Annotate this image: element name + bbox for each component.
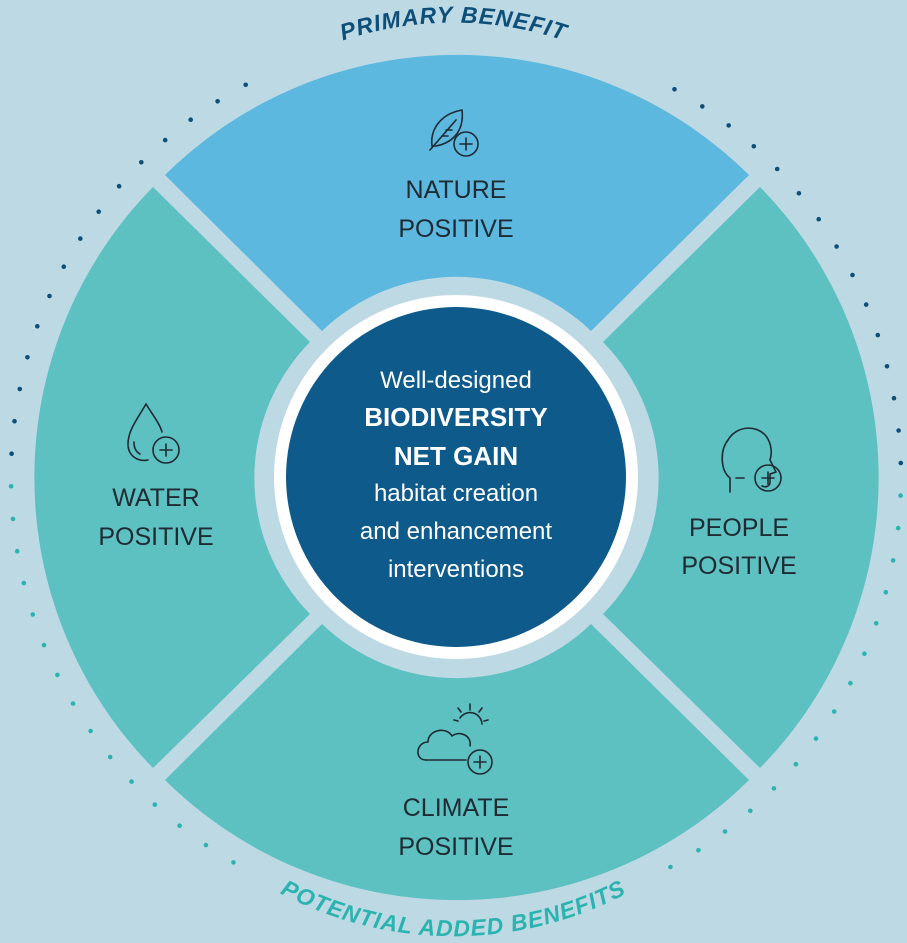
ring-dot xyxy=(129,779,134,784)
ring-dot xyxy=(17,386,23,392)
ring-dot xyxy=(162,137,168,143)
ring-dot xyxy=(722,829,728,834)
ring-dot xyxy=(748,808,753,814)
ring-dot xyxy=(88,728,93,734)
ring-dot xyxy=(875,332,881,338)
ring-dot xyxy=(139,160,144,165)
nature-label-line2: POSITIVE xyxy=(398,215,513,243)
ring-dot xyxy=(203,842,209,848)
ring-dot xyxy=(177,823,182,828)
center-line-well-designed: Well-designed xyxy=(380,367,532,394)
nature-label-line1: NATURE xyxy=(406,176,507,204)
ring-dot xyxy=(793,761,799,767)
segment-climate-positive xyxy=(165,624,749,901)
ring-dot xyxy=(30,612,36,617)
ring-dot xyxy=(35,324,40,329)
ring-dot xyxy=(891,395,897,401)
ring-dot xyxy=(61,264,67,270)
center-line-net-gain: NET GAIN xyxy=(394,441,518,471)
climate-label-line1: CLIMATE xyxy=(403,794,510,822)
ring-dot xyxy=(55,672,60,678)
ring-dot xyxy=(816,216,821,222)
ring-dot xyxy=(890,558,896,563)
ring-dot xyxy=(873,621,879,626)
ring-dot xyxy=(813,736,819,741)
ring-dot xyxy=(884,364,890,369)
ring-dot xyxy=(107,754,113,760)
ring-dot xyxy=(883,589,889,595)
ring-dot xyxy=(21,580,27,586)
ring-dot xyxy=(41,642,47,648)
ring-dot xyxy=(862,651,867,656)
ring-dot xyxy=(774,166,780,172)
ring-dot xyxy=(672,87,677,92)
ring-dot xyxy=(8,484,14,489)
ring-dot xyxy=(70,701,76,706)
ring-dot xyxy=(25,355,30,360)
ring-dot xyxy=(231,860,236,865)
ring-dot xyxy=(243,82,248,88)
ring-dot xyxy=(896,428,901,433)
leaf-plus-icon xyxy=(429,109,479,157)
ring-dot xyxy=(696,847,701,853)
ring-dot xyxy=(796,191,802,196)
ring-dot xyxy=(898,460,904,466)
ring-dot xyxy=(47,293,52,299)
segment-nature-positive xyxy=(165,54,749,331)
water-drop-plus-icon xyxy=(127,403,180,464)
ring-dot xyxy=(9,451,14,457)
ring-dot xyxy=(895,525,901,531)
water-label-line2: POSITIVE xyxy=(98,523,213,551)
ring-dot xyxy=(771,786,777,791)
ring-dot xyxy=(14,548,20,554)
ring-dot xyxy=(848,680,853,686)
center-circle xyxy=(286,307,626,647)
ring-dot xyxy=(850,272,855,278)
ring-dot xyxy=(700,104,705,109)
ring-dot xyxy=(831,709,837,714)
ring-dot xyxy=(726,123,731,128)
ring-dot xyxy=(116,183,122,189)
ring-dot xyxy=(96,209,101,214)
ring-dot xyxy=(12,418,17,424)
center-line-biodiversity: BIODIVERSITY xyxy=(364,402,547,432)
outer-dotted-ring xyxy=(8,82,904,870)
ring-dot xyxy=(898,493,903,498)
center-line-habitat-creation: habitat creation xyxy=(374,480,538,507)
people-label-line2: POSITIVE xyxy=(681,552,796,580)
segment-water-positive xyxy=(34,187,311,768)
ring-dot xyxy=(78,236,83,241)
ring-dot xyxy=(10,516,16,522)
climate-label-line2: POSITIVE xyxy=(398,833,513,861)
cloud-sun-plus-icon xyxy=(417,703,493,775)
ring-dot xyxy=(152,802,158,807)
ring-dot xyxy=(751,144,757,149)
people-label-line1: PEOPLE xyxy=(689,514,789,542)
ring-dot xyxy=(834,244,839,249)
ring-dot xyxy=(188,117,193,122)
head-plus-icon xyxy=(721,427,782,493)
ring-dot xyxy=(668,864,673,870)
center-line-and-enhancement: and enhancement xyxy=(360,518,552,545)
ring-dot xyxy=(863,302,869,307)
center-line-interventions: interventions xyxy=(388,556,524,583)
ring-dot xyxy=(215,99,220,104)
water-label-line1: WATER xyxy=(112,484,200,512)
primary-benefit-label: PRIMARY BENEFIT xyxy=(337,1,572,45)
